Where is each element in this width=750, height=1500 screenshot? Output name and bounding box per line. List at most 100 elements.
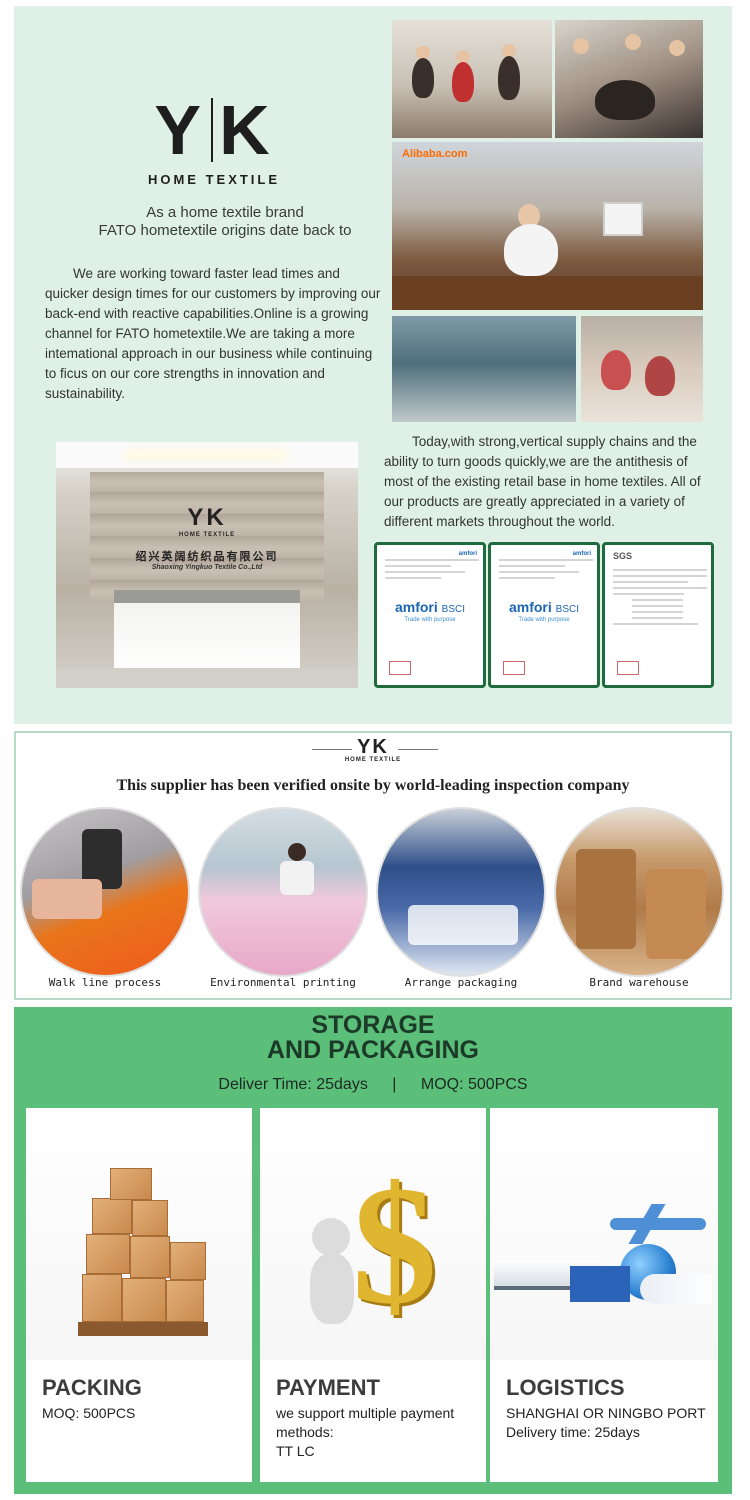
wall-logo-subtitle: HOME TEXTILE [178,532,236,538]
walk-line-process-photo [20,807,190,977]
monitor-icon [603,202,643,236]
amfori-logo: amfori BSCI [394,599,466,615]
train-icon [640,1274,712,1304]
storage-title-line-1: STORAGE [311,1011,435,1039]
logistics-card: LOGISTICS SHANGHAI OR NINGBO PORT Delive… [490,1108,718,1482]
inspection-section: YK HOME TEXTILE This supplier has been v… [14,731,732,1000]
box-icon [92,1198,132,1234]
carton-stack [646,869,706,959]
intro-line-2: FATO hometextile origins date back to [98,222,352,239]
arrange-packaging-photo [376,807,546,977]
team-photo-1-head [502,44,516,58]
box-icon [82,1274,122,1322]
team-photo-2-head [573,38,589,54]
box-icon [86,1234,130,1274]
logo-dash-left [312,749,352,750]
logo-letter-y: Y [154,91,206,169]
environmental-printing-photo [198,807,368,977]
verified-heading: This supplier has been verified onsite b… [116,777,630,794]
embroidery-machine-photo [392,316,576,422]
step-label-walk-line: Walk line process [48,976,162,989]
logo-letter-k: K [219,91,274,169]
office-worker-head [518,204,540,228]
wall-sign-chinese: 绍兴英阔纺织品有限公司 [135,551,279,563]
workshop-worker [601,350,631,390]
payment-card: $ PAYMENT we support multiple payment me… [260,1108,486,1482]
hands [32,879,102,919]
cert-stamp [503,661,525,675]
figure-head [312,1218,350,1256]
airplane-icon [610,1218,706,1230]
payment-title: PAYMENT [276,1375,380,1400]
team-photo-2 [555,20,703,138]
box-icon [122,1278,166,1322]
inspection-logo: YK HOME TEXTILE [16,737,730,763]
cert-stamp [617,661,639,675]
box-icon [166,1280,204,1322]
deliver-time: Deliver Time: 25days [218,1076,368,1093]
about-paragraph-2: Today,with strong,vertical supply chains… [384,434,701,529]
team-photo-2-person [595,80,655,120]
info-separator: | [392,1076,397,1093]
worker-body [280,861,314,895]
certificate-sgs: SGS [602,542,714,688]
boxes-illustration [26,1108,252,1360]
team-photo-1-person [452,62,474,102]
logo-dash-right [398,749,438,750]
packaged-goods [408,905,518,945]
bsci-icon: BSCI [555,604,580,615]
storage-title-line-2: AND PACKAGING [266,1036,480,1064]
wall-sign-english: Shaoxing Yingkuo Textile Co.,Ltd [151,564,263,571]
certificate-bsci-2: amfori amfori BSCI Trade with purpose [488,542,600,688]
step-label-packaging: Arrange packaging [404,976,518,989]
team-photo-2-head [625,34,641,50]
box-icon [110,1168,152,1200]
step-label-printing: Environmental printing [210,976,356,989]
team-photo-1 [392,20,552,138]
box-icon [170,1242,206,1280]
cert-header-logo: amfori [572,551,591,557]
inspection-logo-subtitle: HOME TEXTILE [344,757,402,763]
step-label-warehouse: Brand warehouse [589,976,689,989]
sgs-logo: SGS [613,551,633,561]
workshop-photo [581,316,703,422]
wall-logo: YK [187,504,227,531]
cert-tagline: Trade with purpose [518,617,570,623]
office-desk-photo: Alibaba.com [392,142,703,310]
team-photo-1-head [456,50,470,64]
delivery-info: Deliver Time: 25days | MOQ: 500PCS [14,1076,732,1094]
team-photo-1-person [412,58,434,98]
packing-line-1: MOQ: 500PCS [42,1405,136,1421]
storage-section: STORAGE AND PACKAGING Deliver Time: 25da… [14,1007,732,1494]
alibaba-watermark: Alibaba.com [402,148,468,160]
transport-illustration [490,1108,718,1360]
dollar-icon: $ [352,1151,437,1339]
certificate-bsci-1: amfori amfori BSCI Trade with purpose [374,542,486,688]
packing-text: MOQ: 500PCS [42,1404,242,1423]
inspection-logo-letters: YK [357,736,389,758]
box-icon [130,1236,170,1278]
office-worker [504,224,558,276]
team-photo-2-head [669,40,685,56]
workshop-worker [645,356,675,396]
bsci-icon: BSCI [441,604,466,615]
marble-wall [90,472,324,602]
logistics-line-2: Delivery time: 25days [506,1424,640,1440]
logo-subtitle: HOME TEXTILE [147,172,281,187]
moq: MOQ: 500PCS [420,1076,528,1093]
brand-warehouse-photo [554,807,724,977]
about-paragraph-1: We are working toward faster lead times … [45,266,381,401]
cert-text-lines [385,559,479,583]
packing-card: PACKING MOQ: 500PCS [26,1108,252,1482]
logo-divider [211,98,214,162]
desk [392,276,703,310]
brand-intro: As a home textile brand FATO hometextile… [80,204,370,240]
intro-line-1: As a home textile brand [146,204,304,221]
cert-header-logo: amfori [458,551,477,557]
cert-text-lines [613,569,707,629]
reception-photo: YK HOME TEXTILE 绍兴英阔纺织品有限公司 Shaoxing Yin… [56,442,358,688]
payment-line-2: TT LC [276,1443,315,1459]
box-icon [132,1200,168,1236]
payment-text: we support multiple payment methods: TT … [276,1404,476,1461]
